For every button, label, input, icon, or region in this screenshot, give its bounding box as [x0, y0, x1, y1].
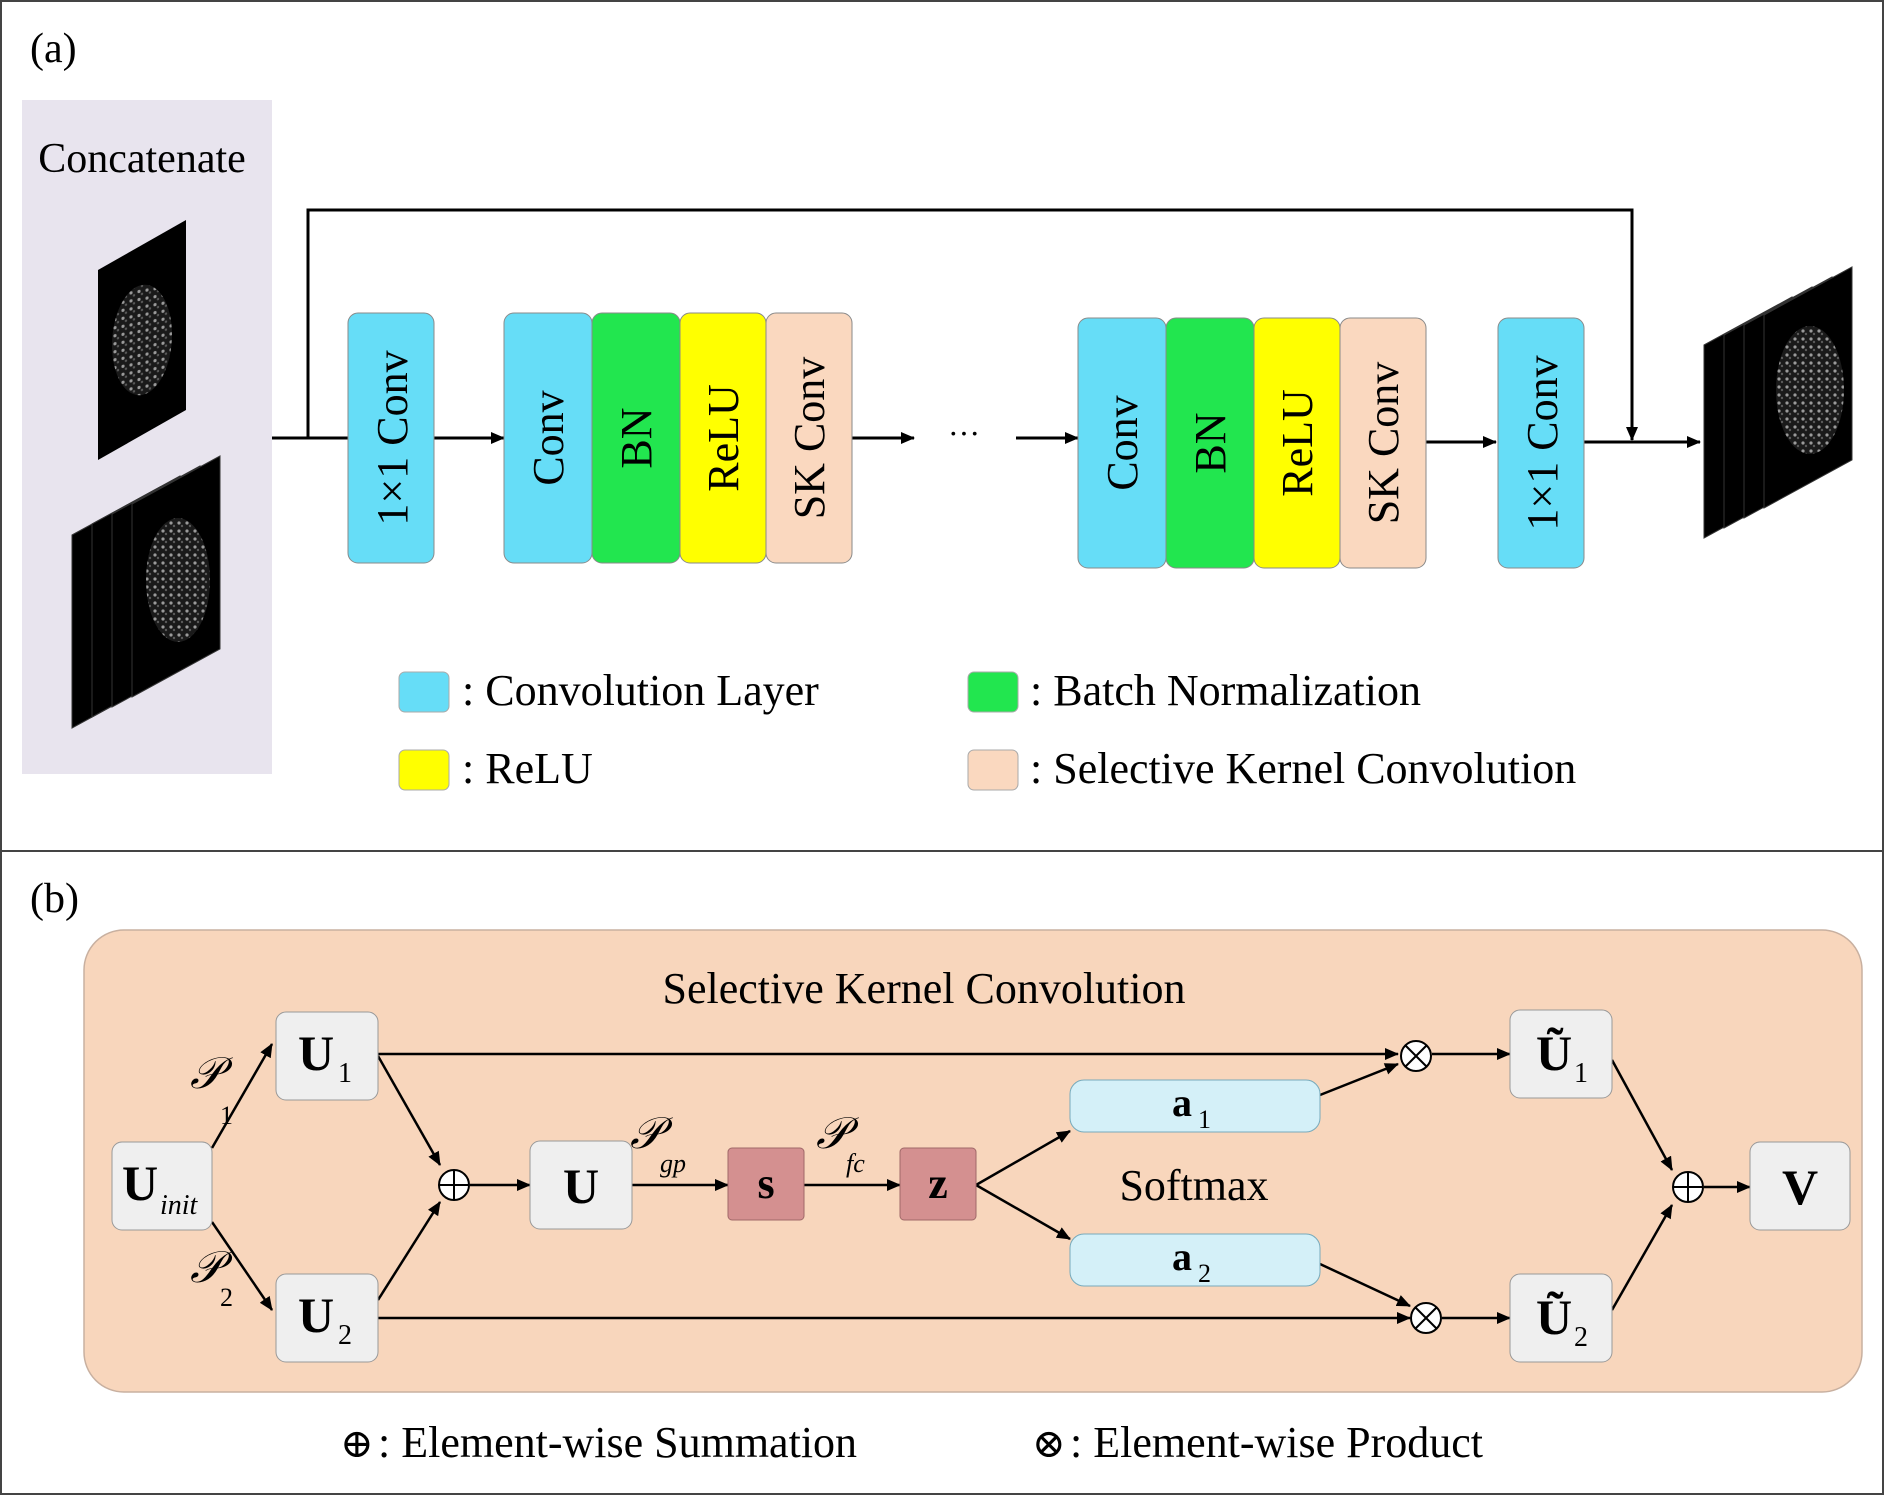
- sum-operator-1: [438, 1169, 470, 1201]
- legend-conv-swatch: [398, 671, 450, 713]
- svg-text:1: 1: [1198, 1105, 1211, 1134]
- mri-slice-stack-output: [1703, 266, 1853, 539]
- node-a2: a 2: [1069, 1233, 1321, 1288]
- svg-text:a: a: [1172, 1080, 1192, 1125]
- legend-product-label: : Element-wise Product: [1070, 1418, 1483, 1467]
- ellipsis: ···: [948, 415, 980, 451]
- node-a1: a 1: [1069, 1079, 1321, 1134]
- svg-text:init: init: [160, 1190, 199, 1221]
- svg-text:U: U: [563, 1158, 599, 1214]
- svg-text:2: 2: [1574, 1322, 1588, 1353]
- svg-text:Conv: Conv: [1098, 395, 1147, 490]
- softmax-label: Softmax: [1119, 1161, 1268, 1210]
- svg-text:fc: fc: [846, 1149, 865, 1178]
- legend-sk-swatch: [967, 749, 1019, 791]
- legend-relu-swatch: [398, 749, 450, 791]
- conv-block-1: Conv: [503, 312, 593, 564]
- svg-text:1×1 Conv: 1×1 Conv: [1518, 355, 1567, 530]
- conv-block-2: Conv: [1077, 317, 1167, 569]
- legend-panel-a: : Convolution Layer : Batch Normalizatio…: [398, 666, 1576, 793]
- legend-panel-b: ⊕ : Element-wise Summation ⊗ : Element-w…: [340, 1418, 1483, 1467]
- svg-text:BN: BN: [1186, 412, 1235, 473]
- node-u-init: U init: [111, 1141, 213, 1231]
- sk-panel-title: Selective Kernel Convolution: [663, 964, 1186, 1013]
- bn-block-1: BN: [591, 312, 681, 564]
- panel-a-label: (a): [30, 26, 77, 72]
- svg-text:V: V: [1782, 1159, 1818, 1215]
- conv1x1-input-block: 1×1 Conv: [347, 312, 435, 564]
- mri-slice-single: [98, 220, 186, 460]
- panel-a-frame: [0, 0, 1884, 852]
- legend-bn-label: : Batch Normalization: [1030, 666, 1421, 715]
- relu-block-2: ReLU: [1253, 317, 1341, 569]
- node-u2: U 2: [275, 1273, 379, 1363]
- svg-text:2: 2: [338, 1320, 352, 1351]
- svg-text:gp: gp: [660, 1149, 686, 1178]
- svg-text:Ũ: Ũ: [1536, 1289, 1572, 1345]
- svg-text:s: s: [757, 1159, 774, 1208]
- sk-conv-block-2: SK Conv: [1339, 317, 1427, 569]
- svg-text:1: 1: [338, 1058, 352, 1089]
- node-u: U: [529, 1140, 633, 1230]
- conv1x1-output-block: 1×1 Conv: [1497, 317, 1585, 569]
- mri-slice-stack-input: [71, 455, 221, 729]
- svg-text:SK Conv: SK Conv: [785, 357, 834, 520]
- node-z: z: [899, 1147, 977, 1221]
- svg-text:1: 1: [220, 1101, 233, 1130]
- svg-text:ReLU: ReLU: [699, 384, 748, 492]
- svg-text:BN: BN: [612, 407, 661, 468]
- product-operator-2: [1410, 1302, 1442, 1334]
- svg-text:Conv: Conv: [524, 390, 573, 485]
- svg-text:1: 1: [1574, 1058, 1588, 1089]
- svg-text:U: U: [298, 1287, 334, 1343]
- bn-block-2: BN: [1165, 317, 1255, 569]
- node-s: s: [727, 1147, 805, 1221]
- svg-text:ReLU: ReLU: [1273, 389, 1322, 497]
- legend-sum-label: : Element-wise Summation: [378, 1418, 857, 1467]
- panel-a-arrows: [272, 208, 1701, 448]
- panel-b-arrows: [210, 1043, 1751, 1324]
- concatenate-label: Concatenate: [38, 136, 246, 182]
- svg-text:U: U: [122, 1155, 158, 1211]
- legend-sk-label: : Selective Kernel Convolution: [1030, 744, 1576, 793]
- relu-block-1: ReLU: [679, 312, 767, 564]
- node-u-tilde-2: Ũ 2: [1509, 1273, 1613, 1363]
- legend-relu-label: : ReLU: [462, 744, 593, 793]
- svg-text:SK Conv: SK Conv: [1359, 362, 1408, 525]
- svg-text:2: 2: [1198, 1259, 1211, 1288]
- svg-text:1×1 Conv: 1×1 Conv: [368, 350, 417, 525]
- legend-bn-swatch: [967, 671, 1019, 713]
- svg-text:a: a: [1172, 1234, 1192, 1279]
- node-v: V: [1749, 1141, 1851, 1231]
- svg-text:2: 2: [220, 1283, 233, 1312]
- svg-text:U: U: [298, 1025, 334, 1081]
- node-u-tilde-1: Ũ 1: [1509, 1009, 1613, 1099]
- sum-operator-2: [1672, 1171, 1704, 1203]
- product-operator-1: [1400, 1040, 1432, 1072]
- svg-text:z: z: [928, 1159, 948, 1208]
- node-u1: U 1: [275, 1011, 379, 1101]
- legend-conv-label: : Convolution Layer: [462, 666, 819, 715]
- legend-product-symbol: ⊗: [1032, 1421, 1066, 1466]
- svg-text:Ũ: Ũ: [1536, 1025, 1572, 1081]
- panel-b-label: (b): [30, 876, 79, 922]
- legend-sum-symbol: ⊕: [340, 1421, 374, 1466]
- sk-conv-block-1: SK Conv: [765, 312, 853, 564]
